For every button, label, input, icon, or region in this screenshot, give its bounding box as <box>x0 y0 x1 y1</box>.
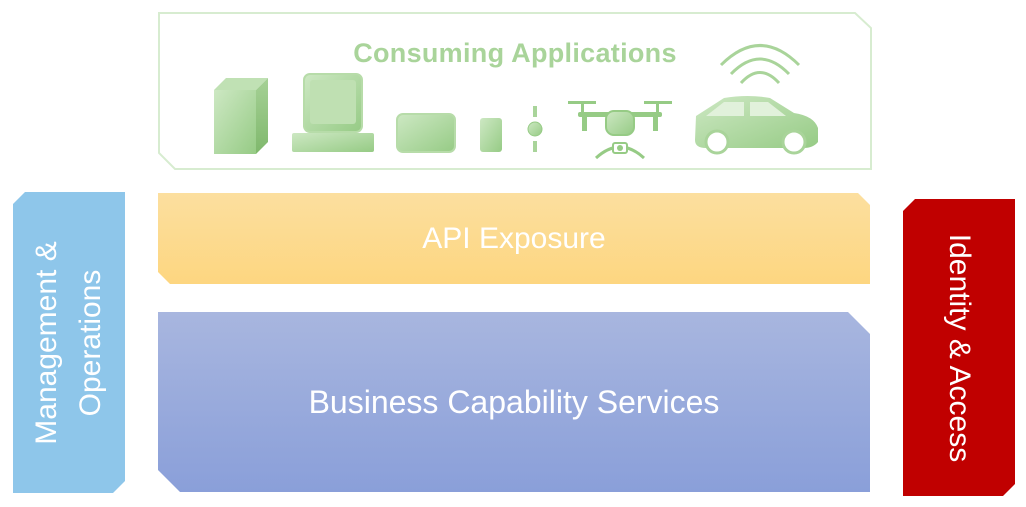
management-label-line1: Management & <box>30 240 63 445</box>
drone-icon <box>568 101 672 160</box>
business-capability-services-block: Business Capability Services <box>158 312 870 492</box>
management-operations-label: Management & Operations <box>25 241 113 444</box>
smartwatch-icon <box>527 106 543 152</box>
management-operations-shape <box>13 192 125 493</box>
connected-car-icon <box>695 44 818 155</box>
identity-access-label: Identity & Access <box>943 233 976 462</box>
consuming-applications-block: Consuming Applications <box>158 12 872 170</box>
business-capability-services-shape <box>158 312 870 492</box>
management-label-line2: Operations <box>74 269 107 416</box>
api-exposure-shape <box>158 193 870 284</box>
tablet-icon <box>396 113 456 153</box>
management-operations-block: Management & Operations <box>13 192 125 493</box>
api-exposure-block: API Exposure <box>158 193 870 284</box>
server-icon <box>214 78 268 154</box>
identity-access-shape <box>903 199 1015 496</box>
phone-icon <box>480 118 502 152</box>
consuming-icons <box>214 44 818 160</box>
identity-access-block: Identity & Access <box>903 199 1015 496</box>
consuming-applications-title: Consuming Applications <box>353 38 677 68</box>
desktop-computer-icon <box>292 73 374 152</box>
